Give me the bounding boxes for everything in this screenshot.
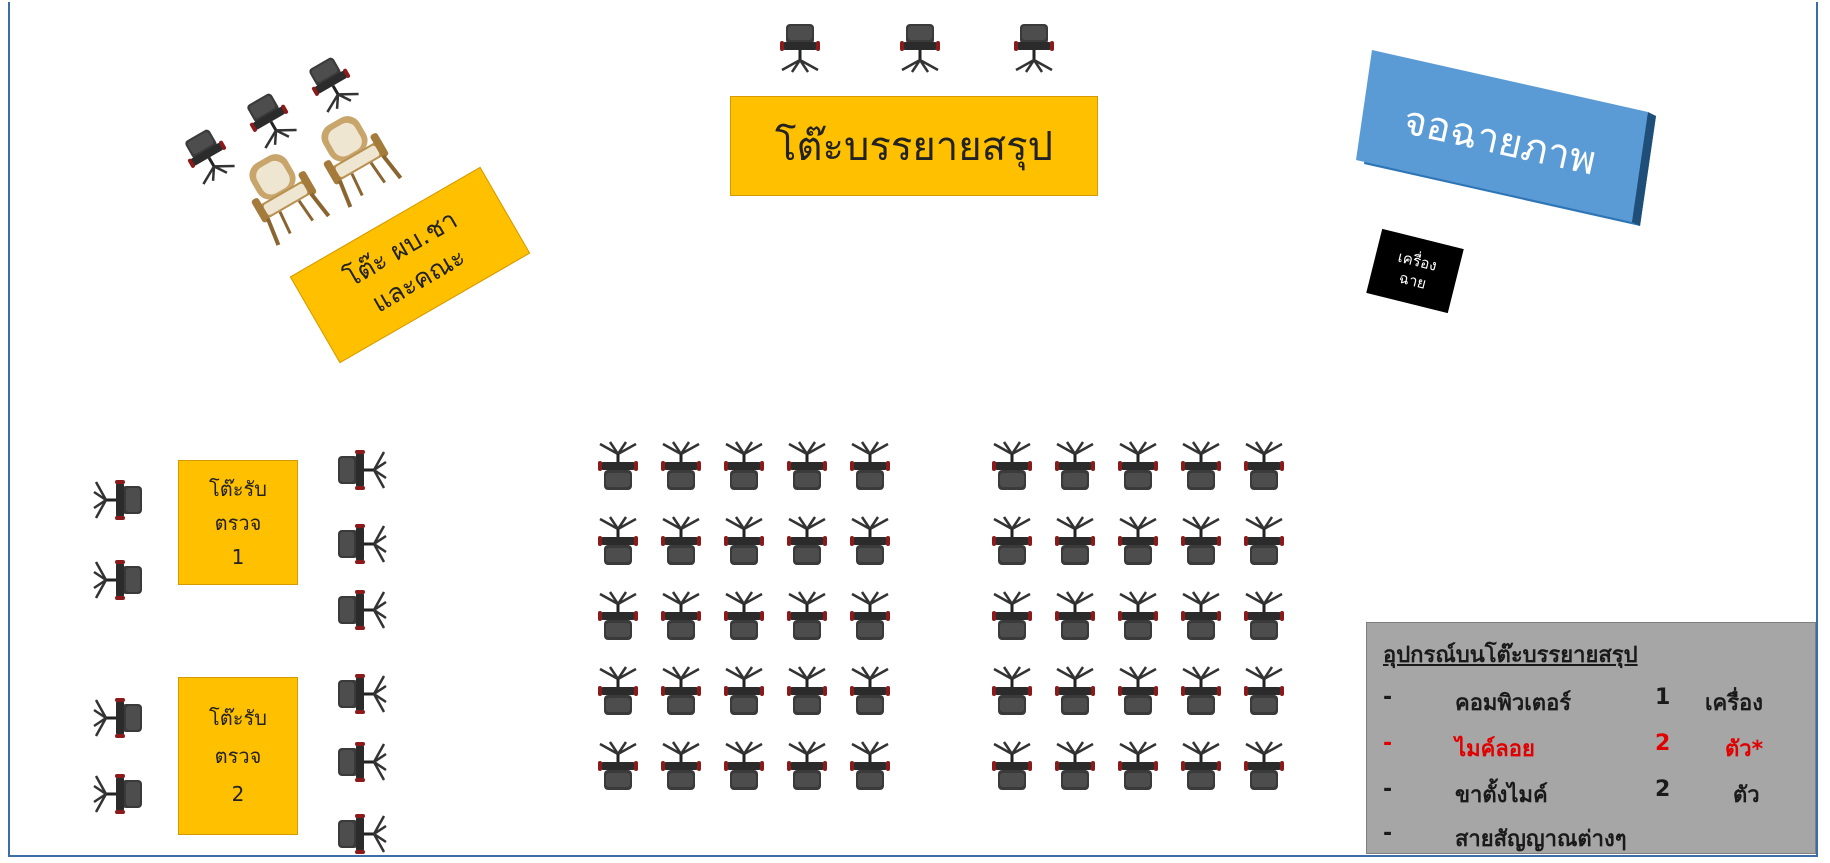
inspector-chair — [92, 552, 144, 608]
audience-chair — [716, 590, 772, 642]
audience-chair — [1110, 515, 1166, 567]
audience-chair — [1110, 440, 1166, 492]
audience-chair — [842, 740, 898, 792]
audience-chair — [716, 665, 772, 717]
lecturer-chair — [892, 22, 948, 74]
equipment-legend: อุปกรณ์บนโต๊ะบรรยายสรุป - คอมพิวเตอร์ 1 … — [1366, 622, 1816, 854]
legend-title: อุปกรณ์บนโต๊ะบรรยายสรุป — [1383, 643, 1638, 668]
audience-chair — [653, 440, 709, 492]
legend-item: - คอมพิวเตอร์ 1 เครื่อง — [1383, 685, 1764, 716]
audience-chair — [590, 515, 646, 567]
check-table-2-line3: 2 — [231, 782, 245, 806]
audience-chair — [590, 665, 646, 717]
audience-chair — [842, 515, 898, 567]
audience-chair — [1047, 590, 1103, 642]
audience-chair — [779, 740, 835, 792]
visitor-chair — [336, 442, 388, 498]
vip-chair — [233, 83, 307, 156]
lecturer-chair — [1006, 22, 1062, 74]
audience-chair — [779, 590, 835, 642]
audience-chair — [1236, 740, 1292, 792]
audience-chair — [1173, 590, 1229, 642]
audience-chair — [984, 740, 1040, 792]
audience-chair — [842, 590, 898, 642]
lecture-table: โต๊ะบรรยายสรุป — [730, 96, 1098, 196]
check-table-2: โต๊ะรับ ตรวจ 2 — [178, 677, 298, 835]
audience-chair — [653, 665, 709, 717]
audience-chair — [984, 440, 1040, 492]
audience-chair — [1173, 665, 1229, 717]
audience-chair — [716, 740, 772, 792]
audience-chair — [1047, 440, 1103, 492]
audience-chair — [590, 740, 646, 792]
lecturer-chair — [772, 22, 828, 74]
audience-chair — [842, 440, 898, 492]
audience-chair — [779, 665, 835, 717]
audience-chair — [1236, 440, 1292, 492]
audience-chair — [1236, 515, 1292, 567]
audience-chair — [984, 515, 1040, 567]
audience-chair — [653, 515, 709, 567]
audience-chair — [1047, 665, 1103, 717]
audience-chair — [1236, 590, 1292, 642]
audience-chair — [1110, 740, 1166, 792]
legend-item: - สายสัญญาณต่างๆ — [1383, 821, 1627, 852]
audience-chair — [653, 740, 709, 792]
audience-chair — [984, 665, 1040, 717]
audience-chair — [653, 590, 709, 642]
room-outline — [8, 2, 1818, 857]
legend-item: - ขาตั้งไมค์ 2 ตัว — [1383, 777, 1760, 808]
audience-chair — [1110, 590, 1166, 642]
audience-chair — [1047, 740, 1103, 792]
check-table-1-line2: ตรวจ — [214, 510, 262, 535]
audience-chair — [1236, 665, 1292, 717]
audience-chair — [1173, 740, 1229, 792]
audience-chair — [590, 590, 646, 642]
visitor-chair — [336, 516, 388, 572]
audience-chair — [1173, 440, 1229, 492]
inspector-chair — [92, 766, 144, 822]
audience-chair — [1173, 515, 1229, 567]
check-table-1-line3: 1 — [231, 544, 245, 569]
audience-chair — [590, 440, 646, 492]
check-table-2-line2: ตรวจ — [214, 744, 262, 768]
visitor-chair — [336, 734, 388, 790]
inspector-chair — [92, 690, 144, 746]
visitor-chair — [336, 666, 388, 722]
audience-chair — [842, 665, 898, 717]
check-table-1-line1: โต๊ะรับ — [209, 476, 267, 501]
audience-chair — [1047, 515, 1103, 567]
check-table-1: โต๊ะรับ ตรวจ 1 — [178, 460, 298, 585]
lecture-table-label: โต๊ะบรรยายสรุป — [775, 124, 1053, 170]
audience-chair — [779, 440, 835, 492]
audience-chair — [1110, 665, 1166, 717]
audience-chair — [716, 515, 772, 567]
visitor-chair — [336, 806, 388, 862]
audience-chair — [716, 440, 772, 492]
check-table-2-line1: โต๊ะรับ — [209, 706, 267, 730]
legend-item-highlight: - ไมค์ลอย 2 ตัว* — [1383, 731, 1764, 762]
inspector-chair — [92, 472, 144, 528]
audience-chair — [779, 515, 835, 567]
visitor-chair — [336, 582, 388, 638]
audience-chair — [984, 590, 1040, 642]
projection-screen: จอฉายภาพ — [1330, 50, 1660, 240]
vip-table: โต๊ะ ผบ.ชา และคณะ — [289, 166, 531, 364]
vip-area: โต๊ะ ผบ.ชา และคณะ — [170, 40, 590, 364]
